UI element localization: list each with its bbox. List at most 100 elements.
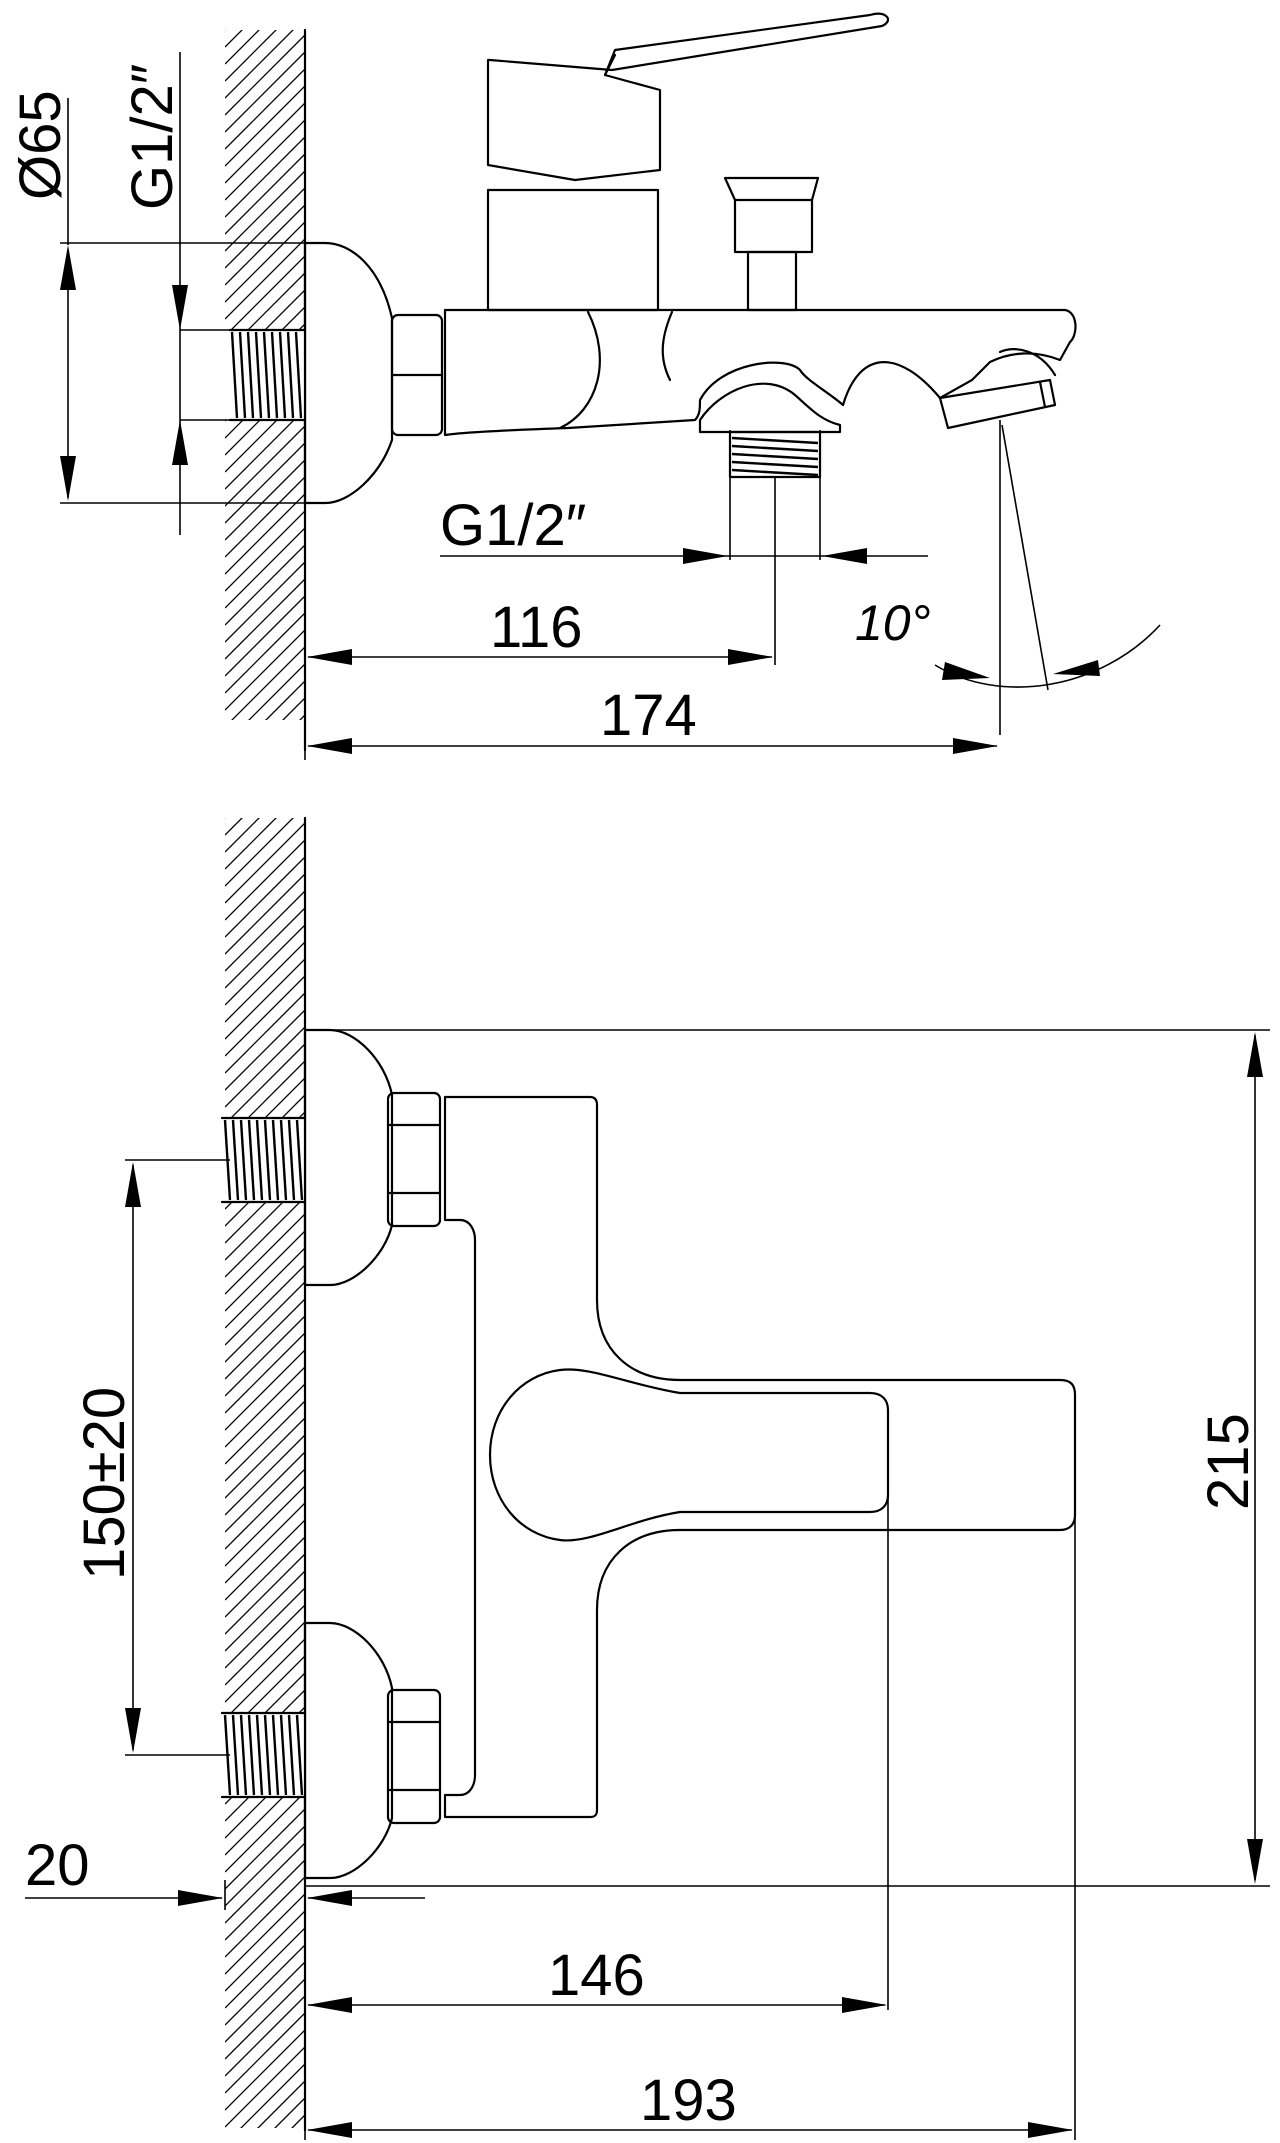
hatch-line bbox=[225, 1468, 305, 1550]
hatch-line bbox=[231, 646, 305, 720]
hatch-line bbox=[225, 30, 277, 82]
outlet-thread bbox=[728, 430, 822, 479]
dim-text-angle: 10° bbox=[855, 595, 931, 651]
dim-193: 193 bbox=[304, 1460, 1076, 2140]
lever-handle-front bbox=[488, 1368, 890, 1542]
hatch-line bbox=[225, 818, 226, 819]
hatch-line bbox=[225, 425, 305, 507]
hatch-line bbox=[225, 890, 305, 972]
mixer-body-side bbox=[443, 308, 1077, 437]
hex-nut-upper bbox=[386, 1091, 442, 1228]
hatch-line bbox=[225, 1944, 305, 2026]
escutcheon-lower bbox=[303, 1621, 394, 1880]
hatch-line bbox=[225, 1536, 305, 1618]
hatch-line bbox=[225, 1230, 305, 1312]
hatch-line bbox=[225, 221, 305, 303]
dim-angle: 10° bbox=[855, 595, 1100, 680]
escutcheon-top bbox=[303, 241, 394, 505]
hatch-line bbox=[225, 1247, 305, 1329]
hatch-line bbox=[225, 85, 305, 167]
hatch-line bbox=[225, 1485, 305, 1567]
dim-text-193: 193 bbox=[640, 2068, 737, 2133]
hatch-line bbox=[240, 2063, 305, 2128]
thread-line bbox=[255, 1714, 264, 1796]
hatch-line bbox=[225, 1961, 305, 2043]
hatch-line bbox=[225, 578, 305, 660]
hatch-line bbox=[225, 907, 305, 989]
dim-text-174: 174 bbox=[600, 683, 697, 748]
wall-thread-lower bbox=[220, 1711, 307, 1799]
hatch-line bbox=[225, 1519, 305, 1601]
hatch-line bbox=[225, 818, 277, 870]
hatch-line bbox=[282, 697, 305, 720]
thread-line bbox=[254, 331, 263, 419]
hatch-line bbox=[225, 1876, 305, 1958]
hatch-line bbox=[225, 1621, 305, 1703]
thread-line bbox=[295, 1119, 304, 1201]
hatch-line bbox=[225, 924, 305, 1006]
outlet-bell bbox=[698, 382, 842, 434]
hatch-line bbox=[225, 1825, 305, 1907]
hatch-line bbox=[225, 34, 305, 116]
hatch-line bbox=[225, 1791, 305, 1873]
hatch-line bbox=[225, 1604, 305, 1686]
hatch-line bbox=[299, 714, 305, 720]
hatch-line bbox=[225, 544, 305, 626]
hatch-line bbox=[225, 818, 260, 853]
hatch-line bbox=[225, 51, 305, 133]
dim-text-outlet-thread: G1/2″ bbox=[440, 493, 586, 558]
thread-line bbox=[286, 331, 295, 419]
escutcheon-upper bbox=[303, 1028, 394, 1287]
thread-line bbox=[247, 1119, 256, 1201]
hatch-line bbox=[225, 1638, 305, 1720]
thread-line bbox=[271, 1119, 280, 1201]
hatch-line bbox=[225, 153, 305, 235]
thread-line bbox=[731, 468, 819, 477]
hatch-line bbox=[291, 2114, 305, 2128]
hatch-line bbox=[225, 1451, 305, 1533]
hatch-line bbox=[225, 822, 305, 904]
hatch-line bbox=[225, 856, 305, 938]
hatch-line bbox=[225, 30, 243, 48]
dim-text-connection: G1/2″ bbox=[120, 64, 185, 210]
front-view: 215 150±20 20 146 bbox=[25, 816, 1270, 2140]
wall-thread-top bbox=[225, 328, 307, 422]
dim-174: 174 bbox=[304, 683, 998, 760]
thread-line bbox=[246, 331, 255, 419]
mixer-body-front bbox=[443, 1095, 1077, 1819]
hatch-line bbox=[225, 958, 305, 1040]
hatch-line bbox=[225, 1196, 305, 1278]
thread-line bbox=[294, 331, 303, 419]
dim-diameter-65: Ø65 bbox=[8, 90, 305, 504]
hatch-line bbox=[225, 941, 305, 1023]
hatch-line bbox=[225, 30, 226, 31]
dim-20: 20 bbox=[25, 1833, 425, 1910]
hatch-line bbox=[225, 493, 305, 575]
hatch-line bbox=[225, 839, 305, 921]
hex-nut-lower bbox=[386, 1688, 442, 1825]
dim-center-distance: 150±20 bbox=[72, 1159, 230, 1756]
thread-line bbox=[238, 331, 247, 419]
dim-text-diameter: Ø65 bbox=[8, 90, 73, 200]
hatch-line bbox=[225, 30, 294, 99]
hatch-line bbox=[225, 1213, 305, 1295]
wall-hatch-bottom bbox=[225, 818, 305, 2128]
hatch-line bbox=[225, 1570, 305, 1652]
dim-text-center: 150±20 bbox=[72, 1387, 137, 1580]
hatch-line bbox=[225, 612, 305, 694]
hatch-line bbox=[225, 255, 305, 337]
thread-line bbox=[731, 444, 819, 453]
hatch-line bbox=[225, 1808, 305, 1890]
thread-line bbox=[295, 1714, 304, 1796]
hatch-line bbox=[225, 1893, 305, 1975]
hatch-line bbox=[225, 873, 305, 955]
hatch-line bbox=[225, 1349, 305, 1431]
hatch-line bbox=[225, 1842, 305, 1924]
hatch-line bbox=[265, 680, 305, 720]
hatch-line bbox=[225, 1043, 305, 1125]
thread-line bbox=[239, 1714, 248, 1796]
wall-thread-upper bbox=[220, 1116, 307, 1204]
hatch-line bbox=[225, 1995, 305, 2077]
hatch-line bbox=[225, 119, 305, 201]
